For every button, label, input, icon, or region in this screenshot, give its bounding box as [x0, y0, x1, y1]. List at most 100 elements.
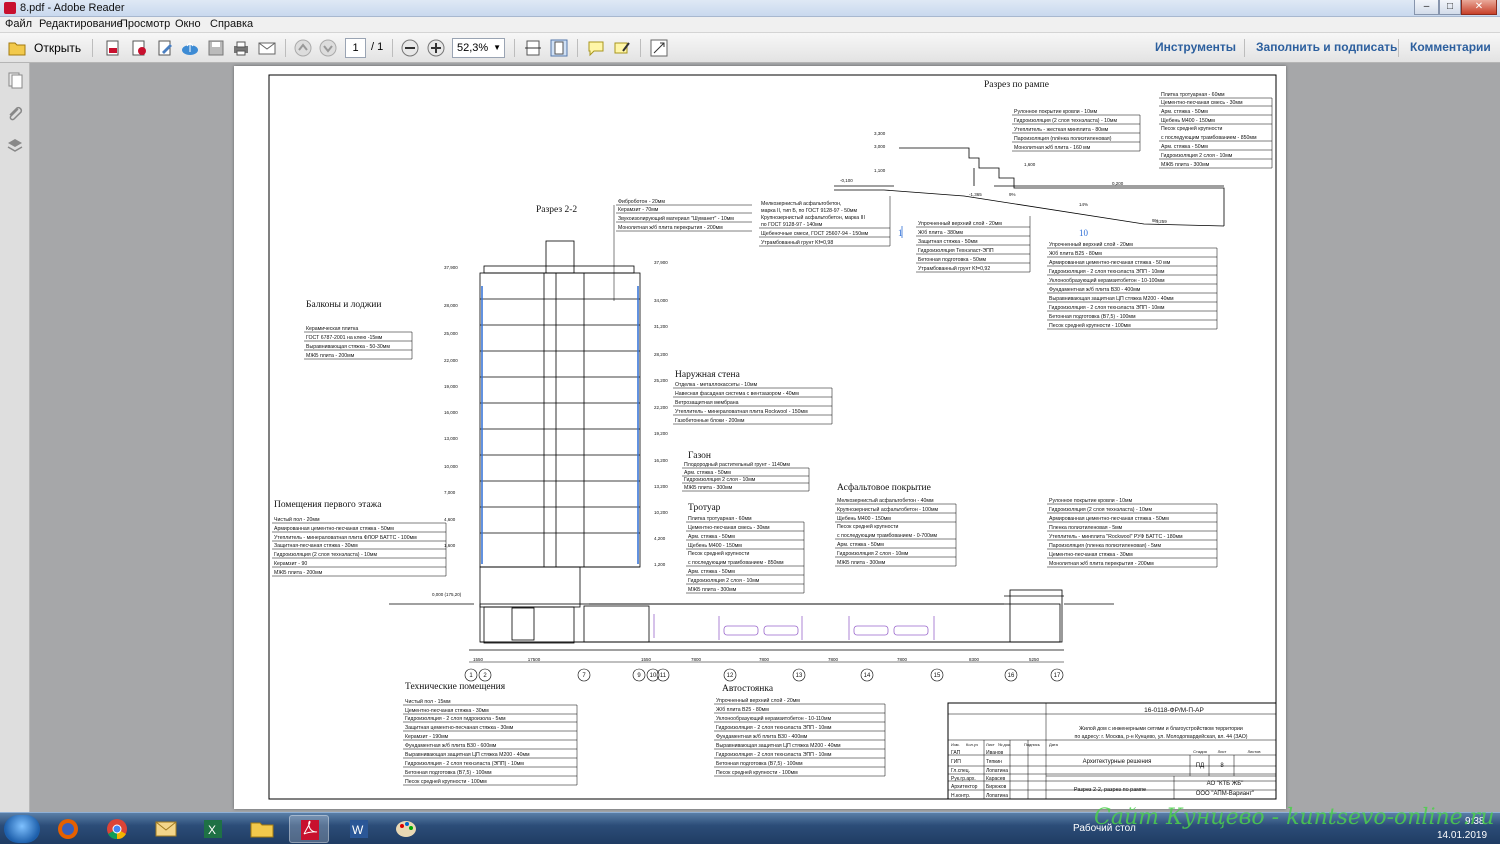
svg-text:13,200: 13,200: [654, 484, 668, 489]
svg-text:ГОСТ 6787-2001 на клею -15мм: ГОСТ 6787-2001 на клею -15мм: [306, 335, 383, 341]
svg-text:Газон: Газон: [688, 451, 711, 461]
spec-ramp-floor: Упрочненный верхний слой - 20мм Ж/б плит…: [1047, 241, 1218, 330]
folder-open-icon[interactable]: [8, 39, 26, 57]
menu-edit[interactable]: Редактирование: [39, 18, 123, 30]
svg-text:Упрочненный верхний слой - 20м: Упрочненный верхний слой - 20мм: [716, 697, 800, 704]
svg-text:ГАП: ГАП: [951, 750, 961, 756]
ramp-section-title: Разрез по рампе: [984, 80, 1049, 90]
svg-text:Арм. стяжка - 50мм: Арм. стяжка - 50мм: [1161, 109, 1208, 115]
word-taskbar-button[interactable]: W: [339, 815, 379, 843]
mail-taskbar-button[interactable]: [146, 815, 186, 843]
paint-taskbar-button[interactable]: [386, 815, 426, 843]
minimize-button[interactable]: –: [1414, 0, 1439, 15]
svg-text:Наружная стена: Наружная стена: [675, 370, 741, 380]
svg-text:Газобетонные блоки - 200мм: Газобетонные блоки - 200мм: [675, 418, 745, 424]
svg-text:8: 8: [1220, 763, 1224, 769]
svg-text:Плитка тротуарная - 60мм: Плитка тротуарная - 60мм: [688, 516, 752, 522]
tools-link[interactable]: Инструменты: [1155, 40, 1237, 54]
svg-text:Армированная цементно-песчаная: Армированная цементно-песчаная стяжка - …: [1049, 260, 1171, 266]
svg-text:Щебень М400 - 150мм: Щебень М400 - 150мм: [688, 543, 742, 549]
explorer-taskbar-button[interactable]: [242, 815, 282, 843]
spec-first-floor: Помещения первого этажа Чистый пол - 20м…: [272, 500, 447, 577]
svg-text:Монолитная ж/б плита - 160 мм: Монолитная ж/б плита - 160 мм: [1014, 145, 1091, 151]
start-button[interactable]: [4, 815, 40, 843]
svg-text:ГИП: ГИП: [951, 759, 961, 765]
svg-text:28,200: 28,200: [654, 352, 668, 357]
svg-text:Подпись: Подпись: [1024, 742, 1040, 747]
svg-text:Мелкозернистый асфальтобетон -: Мелкозернистый асфальтобетон - 40мм: [837, 497, 934, 504]
zoom-select[interactable]: 52,3%▼: [452, 38, 505, 58]
cloud-upload-icon[interactable]: [181, 39, 199, 57]
svg-text:Керамзит - 90: Керамзит - 90: [274, 561, 307, 567]
svg-text:10: 10: [650, 673, 657, 679]
page-number-input[interactable]: 1: [345, 38, 366, 58]
svg-text:Иванов: Иванов: [986, 750, 1004, 756]
menu-file[interactable]: Файл: [5, 18, 33, 30]
pdf-icon: [301, 820, 319, 840]
fullscreen-icon[interactable]: [650, 39, 668, 57]
svg-text:МЖБ плита - 300мм: МЖБ плита - 300мм: [837, 560, 886, 566]
menu-help[interactable]: Справка: [210, 18, 254, 30]
page-up-icon[interactable]: [294, 39, 312, 57]
create-pdf-icon[interactable]: [104, 39, 122, 57]
attachment-icon[interactable]: [6, 105, 24, 123]
highlight-icon[interactable]: [613, 39, 631, 57]
comments-link[interactable]: Комментарии: [1410, 40, 1491, 54]
svg-text:Разрез 2-2, разрез по рампе: Разрез 2-2, разрез по рампе: [1074, 787, 1146, 793]
window-title: 8.pdf - Adobe Reader: [20, 2, 125, 14]
comment-icon[interactable]: [587, 39, 605, 57]
adobe-reader-taskbar-button[interactable]: [289, 815, 329, 843]
email-icon[interactable]: [258, 39, 276, 57]
export-pdf-icon[interactable]: [130, 39, 148, 57]
svg-text:Гл.спец.: Гл.спец.: [951, 768, 970, 774]
close-button[interactable]: ✕: [1461, 0, 1497, 15]
fit-page-icon[interactable]: [550, 39, 568, 57]
menu-window[interactable]: Окно: [175, 18, 201, 30]
svg-text:W: W: [352, 823, 364, 837]
excel-taskbar-button[interactable]: X: [193, 815, 233, 843]
print-icon[interactable]: [232, 39, 250, 57]
svg-text:1,600: 1,600: [1024, 162, 1036, 167]
zoom-out-icon[interactable]: [401, 39, 419, 57]
svg-text:4,600: 4,600: [444, 517, 456, 522]
svg-text:Выравнивающая стяжка - 50-30мм: Выравнивающая стяжка - 50-30мм: [306, 344, 390, 350]
navigation-pane: [0, 63, 30, 812]
mail-icon: [155, 821, 177, 837]
svg-text:Уклонообразующий керамзитобето: Уклонообразующий керамзитобетон - 10-110…: [716, 715, 832, 722]
spec-ramp-mid: Упрочненный верхний слой - 20мм Ж/б плит…: [916, 216, 1031, 273]
layers-icon[interactable]: [6, 137, 24, 155]
zoom-in-icon[interactable]: [427, 39, 445, 57]
desktop-label[interactable]: Рабочий стол: [1073, 823, 1136, 834]
excel-icon: X: [204, 820, 222, 838]
svg-text:25,200: 25,200: [654, 378, 668, 383]
spec-sidewalk: Тротуар Плитка тротуарная - 60мм Цементн…: [686, 503, 805, 594]
svg-text:Ветрозащитная мембрана: Ветрозащитная мембрана: [675, 400, 739, 406]
page-down-icon[interactable]: [319, 39, 337, 57]
firefox-taskbar-button[interactable]: [48, 815, 88, 843]
svg-text:Песок средней крупности - 100м: Песок средней крупности - 100мм: [716, 769, 798, 776]
menu-view[interactable]: Просмотр: [120, 18, 171, 30]
svg-text:7: 7: [582, 673, 586, 679]
title-block: 16-0118-ФР/М-П-АР Жилой дом с инженерным…: [947, 702, 1277, 800]
chrome-taskbar-button[interactable]: [97, 815, 137, 843]
clock-date[interactable]: 14.01.2019: [1437, 830, 1488, 841]
clock-time[interactable]: 9:38: [1465, 816, 1485, 827]
open-button[interactable]: Открыть: [34, 41, 82, 55]
svg-text:Отделка - металлокассеты - 10м: Отделка - металлокассеты - 10мм: [675, 382, 758, 388]
save-icon[interactable]: [207, 39, 225, 57]
svg-text:Ж/б плита В25 - 80мм: Ж/б плита В25 - 80мм: [716, 707, 769, 713]
maximize-button[interactable]: □: [1439, 0, 1461, 15]
fit-width-icon[interactable]: [524, 39, 542, 57]
axis-marker-1: 1: [898, 228, 903, 238]
svg-text:Гидроизоляция (2 слоя технэлас: Гидроизоляция (2 слоя технэласта) - 10мм: [274, 552, 377, 558]
spec-pavement-right: Плитка тротуарная - 60мм Цементно-песчан…: [1159, 92, 1273, 169]
fill-sign-link[interactable]: Заполнить и подписать: [1256, 40, 1398, 54]
svg-text:-0,100: -0,100: [840, 178, 853, 183]
svg-text:1: 1: [469, 673, 473, 679]
page-thumbnails-icon[interactable]: [6, 71, 24, 89]
edit-pdf-icon[interactable]: [156, 39, 174, 57]
svg-text:Дата: Дата: [1049, 742, 1059, 747]
svg-text:Пленка полиэтиленовая - 5мм: Пленка полиэтиленовая - 5мм: [1049, 525, 1123, 531]
svg-text:Карасев: Карасев: [986, 776, 1006, 782]
